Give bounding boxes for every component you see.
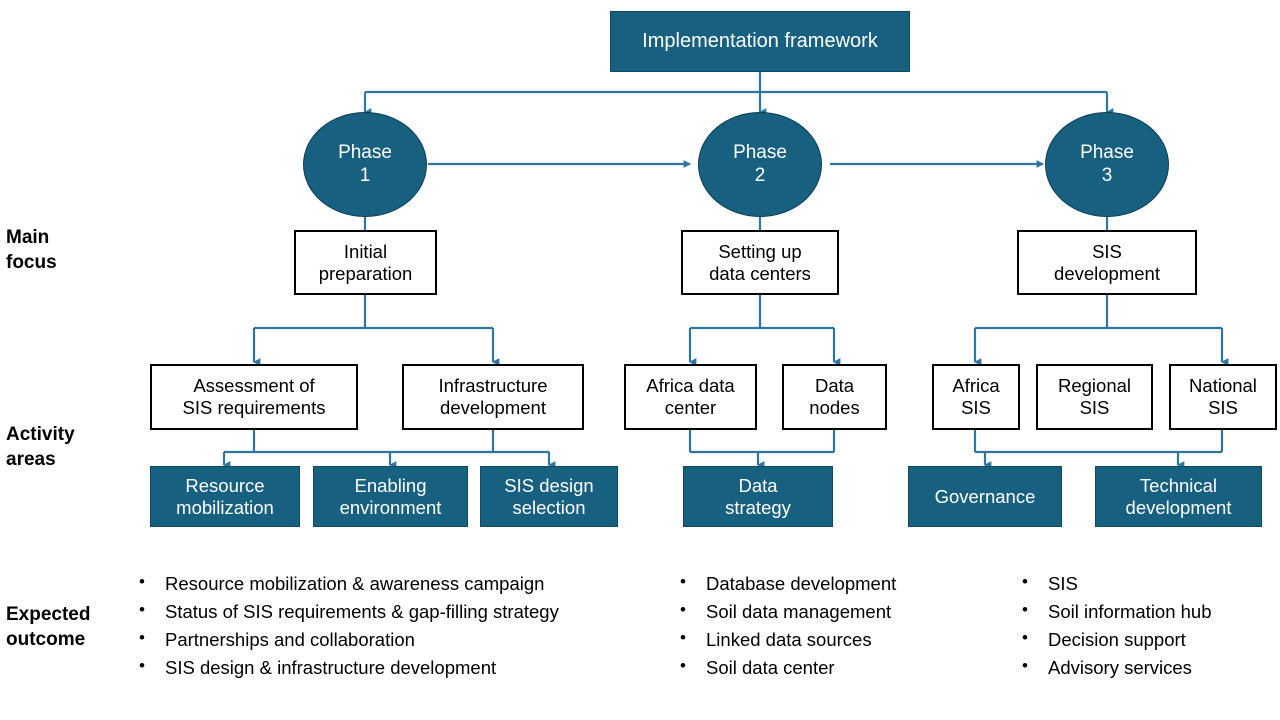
outcome-items-phase-3: SIS Soil information hub Decision suppor… — [1018, 569, 1212, 682]
node-sis-development[interactable]: SIS development — [1017, 230, 1197, 295]
list-item: Decision support — [1018, 625, 1212, 654]
outcome-list-phase-1: Resource mobilization & awareness campai… — [135, 569, 559, 682]
outcome-list-phase-3: SIS Soil information hub Decision suppor… — [1018, 569, 1212, 682]
list-item: Advisory services — [1018, 653, 1212, 682]
node-national-sis[interactable]: National SIS — [1169, 364, 1277, 430]
list-item: Database development — [676, 569, 896, 598]
list-item: Soil information hub — [1018, 597, 1212, 626]
row-label-main-focus: Main focus — [6, 227, 57, 273]
outcome-items-phase-2: Database development Soil data managemen… — [676, 569, 896, 682]
node-africa-data-center[interactable]: Africa data center — [624, 364, 757, 430]
node-assessment-of-sis-requirements[interactable]: Assessment of SIS requirements — [150, 364, 358, 430]
list-item: Partnerships and collaboration — [135, 625, 559, 654]
list-item: SIS design & infrastructure development — [135, 653, 559, 682]
node-enabling-environment[interactable]: Enabling environment — [313, 466, 468, 527]
node-implementation-framework[interactable]: Implementation framework — [610, 11, 910, 72]
list-item: Resource mobilization & awareness campai… — [135, 569, 559, 598]
list-item: Status of SIS requirements & gap-filling… — [135, 597, 559, 626]
outcome-items-phase-1: Resource mobilization & awareness campai… — [135, 569, 559, 682]
node-governance[interactable]: Governance — [908, 466, 1062, 527]
node-sis-design-selection[interactable]: SIS design selection — [480, 466, 618, 527]
row-label-activity-areas: Activity areas — [6, 424, 75, 470]
list-item: Soil data center — [676, 653, 896, 682]
outcome-list-phase-2: Database development Soil data managemen… — [676, 569, 896, 682]
node-phase-3[interactable]: Phase 3 — [1045, 112, 1169, 217]
node-initial-preparation[interactable]: Initial preparation — [294, 230, 437, 295]
node-infrastructure-development[interactable]: Infrastructure development — [402, 364, 584, 430]
node-africa-sis[interactable]: Africa SIS — [932, 364, 1020, 430]
list-item: Soil data management — [676, 597, 896, 626]
node-resource-mobilization[interactable]: Resource mobilization — [150, 466, 300, 527]
node-data-nodes[interactable]: Data nodes — [782, 364, 887, 430]
node-setting-up-data-centers[interactable]: Setting up data centers — [681, 230, 839, 295]
node-technical-development[interactable]: Technical development — [1095, 466, 1262, 527]
list-item: Linked data sources — [676, 625, 896, 654]
row-label-expected-outcome: Expected outcome — [6, 604, 91, 650]
node-regional-sis[interactable]: Regional SIS — [1036, 364, 1153, 430]
list-item: SIS — [1018, 569, 1212, 598]
node-data-strategy[interactable]: Data strategy — [683, 466, 833, 527]
node-phase-2[interactable]: Phase 2 — [698, 112, 822, 217]
node-phase-1[interactable]: Phase 1 — [303, 112, 427, 217]
